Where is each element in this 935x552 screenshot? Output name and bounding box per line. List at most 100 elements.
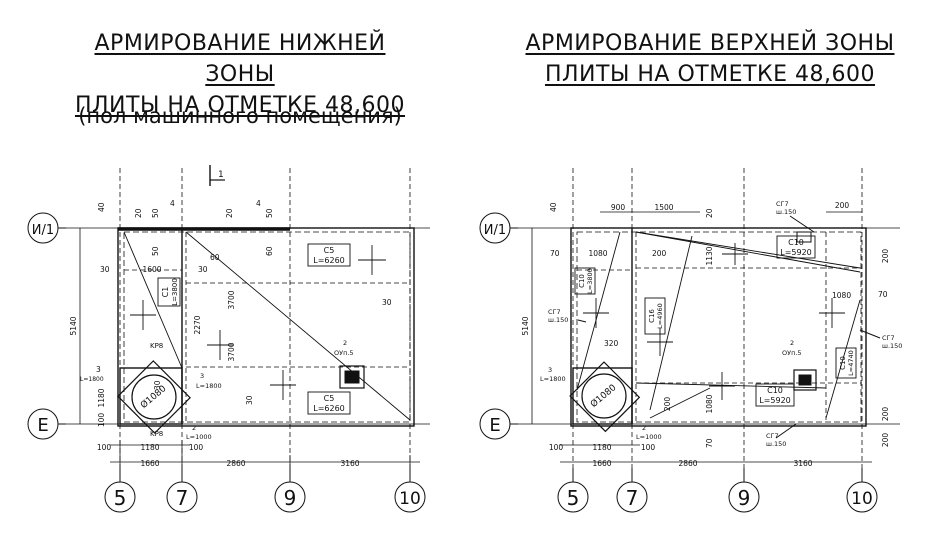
- right-opening-text: ОУп.5: [782, 349, 802, 357]
- right-dims: 100 1180 100 1660 2860 3160 5140 40 900 …: [521, 201, 890, 468]
- right-axis-9: 9: [738, 486, 751, 510]
- right-dim-1180: 1180: [592, 443, 611, 452]
- right-axis-10: 10: [851, 489, 873, 509]
- right-in-320: 320: [604, 339, 619, 348]
- right-axis-7: 7: [626, 486, 639, 510]
- right-sg7b: СГ7: [548, 308, 561, 316]
- left-top-4b: 4: [256, 199, 261, 208]
- left-kr8b: KP8: [150, 430, 163, 438]
- right-c16-len: L=4960: [656, 303, 664, 329]
- left-in-30e: 30: [153, 380, 162, 390]
- right-dim-3160: 3160: [793, 459, 812, 468]
- left-in-3700a: 3700: [227, 290, 236, 309]
- right-dim-100b: 100: [641, 443, 656, 452]
- right-axis-bubbles: [479, 212, 878, 513]
- right-plan: [512, 168, 900, 482]
- left-dims: 100 1180 100 1660 2860 3160 5140 3 L=180…: [69, 199, 392, 468]
- right-c10a: C10: [788, 238, 804, 247]
- left-c5a-len: L=6260: [313, 256, 345, 265]
- left-top-4a: 4: [170, 199, 175, 208]
- right-ring: Ø1080: [588, 382, 618, 410]
- left-dim-100v: 100: [97, 413, 106, 428]
- right-axis-i1: И/1: [484, 223, 506, 238]
- right-sg7a-step: ш.150: [776, 208, 796, 216]
- right-dim-5140: 5140: [521, 316, 530, 335]
- left-axis-i1: И/1: [32, 223, 54, 238]
- right-in-200b: 200: [663, 397, 672, 412]
- left-section-mark: 1: [218, 170, 224, 180]
- right-in-1080b: 1080: [705, 394, 714, 413]
- right-bar2: 2: [642, 424, 646, 432]
- left-bar2: 2: [192, 424, 196, 432]
- left-in-30a: 30: [100, 265, 110, 274]
- right-sg7d-step: ш.150: [766, 440, 786, 448]
- right-title: АРМИРОВАНИЕ ВЕРХНЕЙ ЗОНЫ ПЛИТЫ НА ОТМЕТК…: [520, 28, 900, 90]
- right-in-200d: 200: [881, 407, 890, 422]
- right-in-70b: 70: [705, 438, 714, 448]
- right-axis-e: Е: [489, 415, 500, 436]
- left-axis-e: Е: [37, 415, 48, 436]
- left-dim-1660: 1660: [140, 459, 159, 468]
- right-bar2-len: L=1000: [636, 433, 662, 441]
- right-in-1080c: 1080: [832, 291, 851, 300]
- left-axis-10: 10: [399, 489, 421, 509]
- left-dim-100b: 100: [189, 443, 204, 452]
- right-bar3: 3: [548, 366, 552, 374]
- left-top-20a: 20: [134, 208, 143, 218]
- right-c10c-len: L=5920: [759, 396, 791, 405]
- right-in-70c: 70: [878, 290, 888, 299]
- left-c5b: C5: [324, 394, 335, 403]
- right-c10b-len: L=3800: [586, 268, 594, 294]
- right-axis-5: 5: [567, 486, 580, 510]
- left-top-50b: 50: [265, 208, 274, 218]
- left-dim-1180v: 1180: [97, 388, 106, 407]
- left-dim-l1800: L=1800: [80, 376, 104, 383]
- right-labels: C10 L=5920 C10 L=3800 C16 L=4960 C10 L=5…: [540, 200, 902, 448]
- right-c10d-len: L=4740: [847, 350, 855, 376]
- right-top-20: 20: [705, 208, 714, 218]
- left-title-line2: ПЛИТЫ НА ОТМЕТКЕ 48,600: [74, 93, 406, 118]
- right-in-200e: 200: [881, 433, 890, 448]
- right-c10b: C10: [578, 274, 586, 288]
- left-c5a: C5: [324, 246, 335, 255]
- left-in-60a: 60: [265, 246, 274, 256]
- right-in-200a: 200: [652, 249, 667, 258]
- right-top-40: 40: [549, 202, 558, 212]
- right-sg7c: СГ7: [882, 334, 895, 342]
- right-dim-100a: 100: [549, 443, 564, 452]
- left-opening-text: ОУп.5: [334, 349, 354, 357]
- right-in-200c: 200: [881, 249, 890, 264]
- left-in-30b: 30: [198, 265, 208, 274]
- left-plan: [60, 165, 430, 482]
- left-dim-3: 3: [96, 365, 101, 374]
- left-title-line1: АРМИРОВАНИЕ НИЖНЕЙ ЗОНЫ: [94, 31, 386, 87]
- right-bar3-len: L=1800: [540, 375, 566, 383]
- right-c10a-len: L=5920: [780, 248, 812, 257]
- left-in-30d: 30: [245, 395, 254, 405]
- left-axis-9: 9: [284, 486, 297, 510]
- right-in-1130: 1130: [705, 246, 714, 265]
- left-dim-3160: 3160: [340, 459, 359, 468]
- left-axis-bubbles: [27, 212, 426, 513]
- left-top-40: 40: [97, 202, 106, 212]
- left-top-50a: 50: [151, 208, 160, 218]
- left-opening: 2: [343, 339, 347, 347]
- right-in-1080a: 1080: [588, 249, 607, 258]
- left-in-1600: 1600: [142, 265, 161, 274]
- left-axis-7: 7: [176, 486, 189, 510]
- left-dim-100a: 100: [97, 443, 112, 452]
- right-top-1500: 1500: [654, 203, 673, 212]
- right-c10c: C10: [767, 386, 783, 395]
- left-title: АРМИРОВАНИЕ НИЖНЕЙ ЗОНЫ ПЛИТЫ НА ОТМЕТКЕ…: [60, 28, 420, 121]
- right-sg7c-step: ш.150: [882, 342, 902, 350]
- left-in-30c: 30: [382, 298, 392, 307]
- right-top-900: 900: [611, 203, 626, 212]
- left-dim-5140: 5140: [69, 316, 78, 335]
- left-in-60b: 60: [210, 253, 220, 262]
- right-sg7b-step: ш.150: [548, 316, 568, 324]
- left-c1: C1: [161, 287, 170, 298]
- right-title-line1: АРМИРОВАНИЕ ВЕРХНЕЙ ЗОНЫ: [525, 31, 895, 56]
- right-top-200: 200: [835, 201, 850, 210]
- right-in-70a: 70: [550, 249, 560, 258]
